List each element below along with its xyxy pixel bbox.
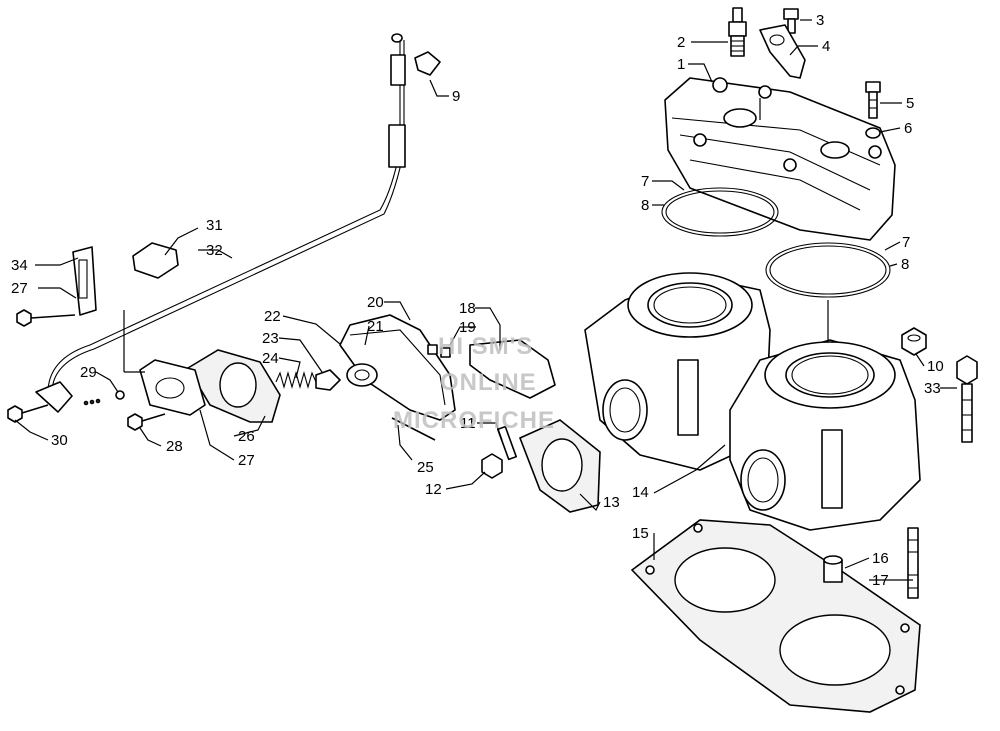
- callout-7-upper: 7: [641, 173, 649, 190]
- callout-27-lower: 28: [166, 438, 183, 455]
- spring: [275, 370, 317, 390]
- callout-34: 34: [11, 257, 28, 274]
- bolt-a: [16, 309, 76, 327]
- spark-plug: [728, 7, 747, 57]
- callout-5: 5: [906, 95, 914, 112]
- pins: [427, 344, 451, 358]
- callout-21: 21: [367, 318, 384, 335]
- callout-4: 4: [822, 38, 830, 55]
- linkage-rod: [391, 417, 436, 441]
- callout-10: 10: [927, 358, 944, 375]
- cable-end: [35, 381, 125, 413]
- grommet: [132, 242, 179, 279]
- callout-23: 24: [262, 350, 279, 367]
- callout-9: 9: [452, 88, 460, 105]
- callout-20: 20: [367, 294, 384, 311]
- exhaust-gasket: [518, 419, 601, 513]
- valve-flange: [139, 359, 206, 416]
- cable-clip: [414, 51, 441, 76]
- base-gasket: [630, 519, 921, 713]
- washer: [865, 127, 881, 139]
- dowel-pin: [823, 555, 843, 583]
- stud: [907, 527, 919, 599]
- cable: [47, 33, 406, 391]
- watermark-line-1: HI SM'S: [438, 333, 533, 360]
- callout-15: 15: [632, 525, 649, 542]
- callout-7-lower: 7: [902, 234, 910, 251]
- watermark-line-3: MICROFICHE: [393, 407, 555, 434]
- callout-17: 17: [872, 572, 889, 589]
- callout-33: 33: [924, 380, 941, 397]
- callout-8-lower: 8: [901, 256, 909, 273]
- callout-2: 2: [677, 34, 685, 51]
- leader-lines: [14, 19, 957, 581]
- o-ring-upper: [661, 187, 779, 237]
- callout-30: 31: [206, 217, 223, 234]
- watermark-line-2: ONLINE: [440, 369, 537, 396]
- callout-1: 1: [677, 56, 685, 73]
- cylinder-front: [602, 339, 921, 531]
- stud-small: [496, 425, 518, 461]
- callout-19: 19: [459, 319, 476, 336]
- callout-14: 14: [632, 484, 649, 501]
- cylinder-bolt: [956, 355, 978, 443]
- callout-25: 26: [238, 428, 255, 445]
- callout-22: 23: [262, 330, 279, 347]
- bracket: [759, 24, 806, 79]
- callout-24: 25: [417, 459, 434, 476]
- callout-32: 22: [264, 308, 281, 325]
- callout-29: 30: [51, 432, 68, 449]
- cylinder-nut: [901, 327, 927, 356]
- nut-small: [481, 453, 503, 479]
- valve-housing: [339, 314, 456, 421]
- callout-6: 6: [904, 120, 912, 137]
- callout-16: 16: [872, 550, 889, 567]
- cylinder-head: [664, 77, 896, 241]
- callout-13: 13: [603, 494, 620, 511]
- valve-cover: [469, 339, 556, 399]
- valve-gasket: [186, 349, 281, 423]
- callout-labels: 1 2 3 4 5 6 7 8 7 8 9 10 33 11 12 13 14 …: [11, 12, 944, 589]
- callout-12: 12: [425, 481, 442, 498]
- callout-3: 3: [816, 12, 824, 29]
- callout-28: 29: [80, 364, 97, 381]
- watermark: HI SM'S ONLINE MICROFICHE: [393, 333, 555, 434]
- bolt-b: [127, 413, 166, 431]
- head-bolt-small: [783, 8, 799, 34]
- cable-bracket: [72, 246, 97, 316]
- actuator: [315, 369, 341, 391]
- head-bolt: [865, 81, 881, 119]
- callout-8-upper: 8: [641, 197, 649, 214]
- bolt-c: [7, 404, 49, 423]
- callout-31: 32: [206, 242, 223, 259]
- callout-11: 11: [460, 415, 476, 432]
- o-ring-lower: [765, 242, 891, 298]
- callout-27-upper: 27: [11, 280, 28, 297]
- callout-26: 27: [238, 452, 255, 469]
- callout-18: 18: [459, 300, 476, 317]
